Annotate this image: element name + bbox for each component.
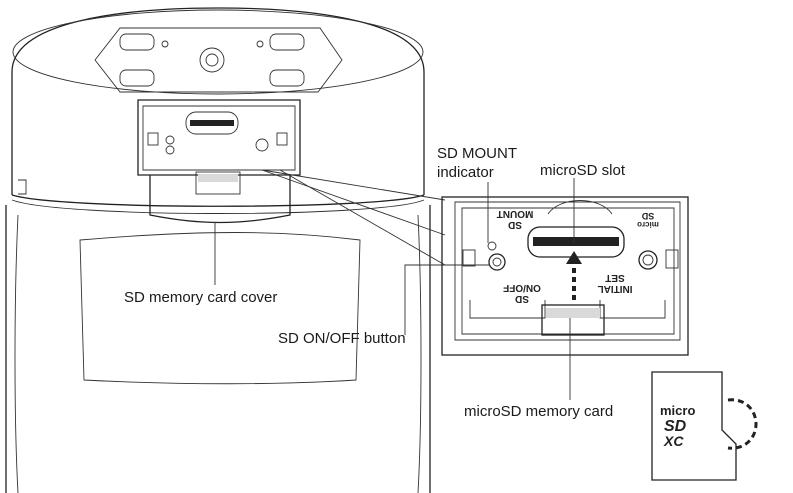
card-logo-sd: SD: [664, 418, 687, 435]
panel-mark-sd-mount-1: SD: [508, 219, 522, 230]
leader-lines: [214, 178, 575, 400]
sd-panel-magnified: SD MOUNT SD ON/OFF INITIAL SET micro SD: [261, 169, 689, 356]
card-logo-micro: micro: [660, 403, 695, 418]
panel-mark-sd-onoff-2: ON/OFF: [503, 282, 541, 293]
label-microsd-memory-card: microSD memory card: [464, 403, 613, 420]
panel-mark-sd-onoff-1: SD: [515, 293, 529, 304]
label-sd-mount-indicator-2: indicator: [437, 164, 494, 181]
label-sd-onoff-button: SD ON/OFF button: [278, 330, 406, 347]
panel-mark-initial: INITIAL: [598, 283, 633, 294]
label-sd-mount-indicator-1: SD MOUNT: [437, 145, 517, 162]
camera-body-icon: [5, 7, 431, 493]
microsd-card-icon: micro SD XC: [651, 371, 758, 481]
panel-mark-set: SET: [605, 272, 624, 283]
label-microsd-slot: microSD slot: [540, 162, 626, 179]
panel-mark-sd-mount-2: MOUNT: [497, 208, 534, 219]
sd-panel-small: [137, 99, 301, 224]
dashed-arrow-icon: [566, 251, 582, 300]
card-logo-xc: XC: [663, 433, 684, 449]
svg-text:SD: SD: [641, 211, 654, 221]
label-sd-memory-card-cover: SD memory card cover: [124, 289, 277, 306]
svg-text:micro: micro: [637, 220, 659, 229]
panel-sdxc-logo-icon: micro SD: [637, 211, 659, 229]
